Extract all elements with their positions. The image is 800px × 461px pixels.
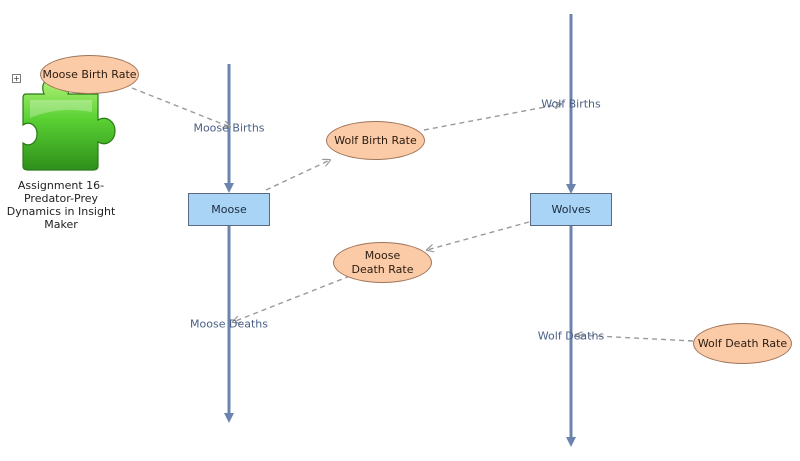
stock-wolves[interactable]: Wolves [530,193,612,226]
puzzle-piece-icon[interactable] [22,76,116,171]
variable-moose-death-rate-label: Moose Death Rate [351,248,414,276]
stock-moose-label: Moose [211,203,247,216]
variable-moose-birth-rate[interactable]: Moose Birth Rate [40,55,139,94]
variable-moose-death-rate[interactable]: Moose Death Rate [333,242,432,283]
variable-wolf-birth-rate[interactable]: Wolf Birth Rate [326,121,425,160]
variable-wolf-birth-rate-label: Wolf Birth Rate [334,133,417,147]
variable-moose-birth-rate-label: Moose Birth Rate [42,67,137,81]
expand-toggle-icon[interactable]: + [12,74,21,83]
link-wolves-to-moose-death-rate[interactable] [427,221,530,250]
flow-label-wolf-deaths: Wolf Deaths [537,329,605,343]
variable-wolf-death-rate[interactable]: Wolf Death Rate [693,323,792,364]
link-moose-death-rate-to-moose-deaths[interactable] [233,275,351,322]
flow-label-moose-deaths: Moose Deaths [190,317,268,331]
stock-wolves-label: Wolves [551,203,591,216]
flow-label-wolf-births: Wolf Births [541,97,601,111]
link-wolf-death-rate-to-wolf-deaths[interactable] [576,335,694,342]
variable-wolf-death-rate-label: Wolf Death Rate [697,336,788,350]
flow-label-moose-births: Moose Births [193,121,265,135]
stock-moose[interactable]: Moose [188,193,270,226]
folder-caption: Assignment 16- Predator-Prey Dynamics in… [6,179,116,231]
link-moose-to-wolf-birth-rate[interactable] [265,160,330,191]
